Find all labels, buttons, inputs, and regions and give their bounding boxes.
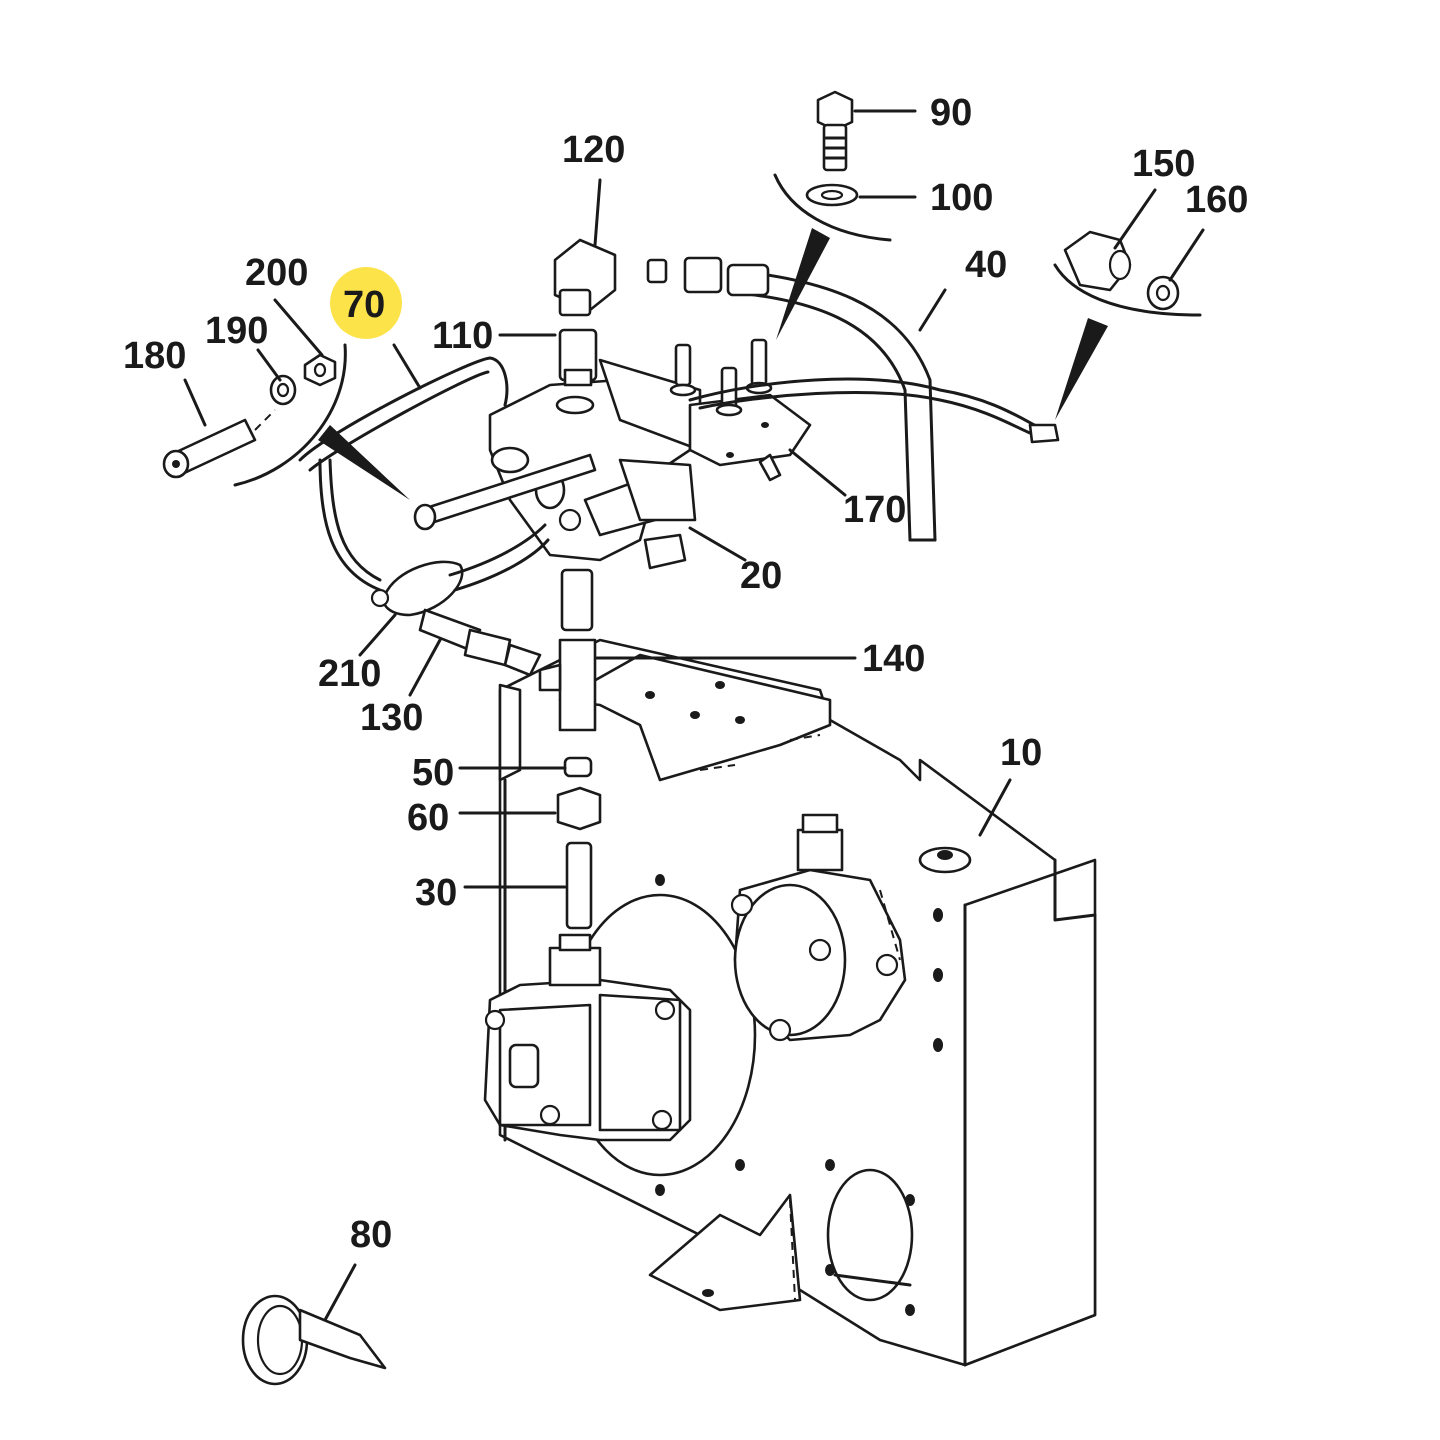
callout-70: 70 [343,284,385,326]
callout-90: 90 [930,92,972,134]
tube-assembly [538,568,602,930]
callout-labels: 90 100 120 150 160 40 200 70 110 190 180… [123,92,1248,1256]
callout-60: 60 [407,797,449,839]
part-100-washer [805,183,859,207]
part-190-washer [269,374,297,406]
part-150-nut [1063,230,1132,292]
part-200-nut [303,353,337,387]
fuel-pump [483,933,692,1142]
callout-150: 150 [1132,143,1195,185]
callout-100: 100 [930,177,993,219]
callout-140: 140 [862,638,925,680]
callout-130: 130 [360,697,423,739]
part-180-bolt [162,409,276,479]
callout-170: 170 [843,489,906,531]
part-80-cable-tie [241,1294,387,1386]
callout-110: 110 [432,315,493,357]
callout-30: 30 [415,872,457,914]
mounting-plate [669,338,812,482]
part-160-ferrule [1146,275,1180,311]
callout-200: 200 [245,252,308,294]
callout-20: 20 [740,555,782,597]
callout-190: 190 [205,310,268,352]
callout-210: 210 [318,653,381,695]
callout-70-highlight [330,267,402,339]
callout-10: 10 [1000,732,1042,774]
callout-50: 50 [412,752,454,794]
detail-indicators [233,173,1202,500]
part-90-bolt [816,90,854,172]
valve-block [413,328,702,570]
leader-lines [183,109,1205,1322]
callout-40: 40 [965,244,1007,286]
callout-160: 160 [1185,179,1248,221]
callout-120: 120 [562,129,625,171]
callout-80: 80 [350,1214,392,1256]
motor [730,813,907,1042]
callout-180: 180 [123,335,186,377]
